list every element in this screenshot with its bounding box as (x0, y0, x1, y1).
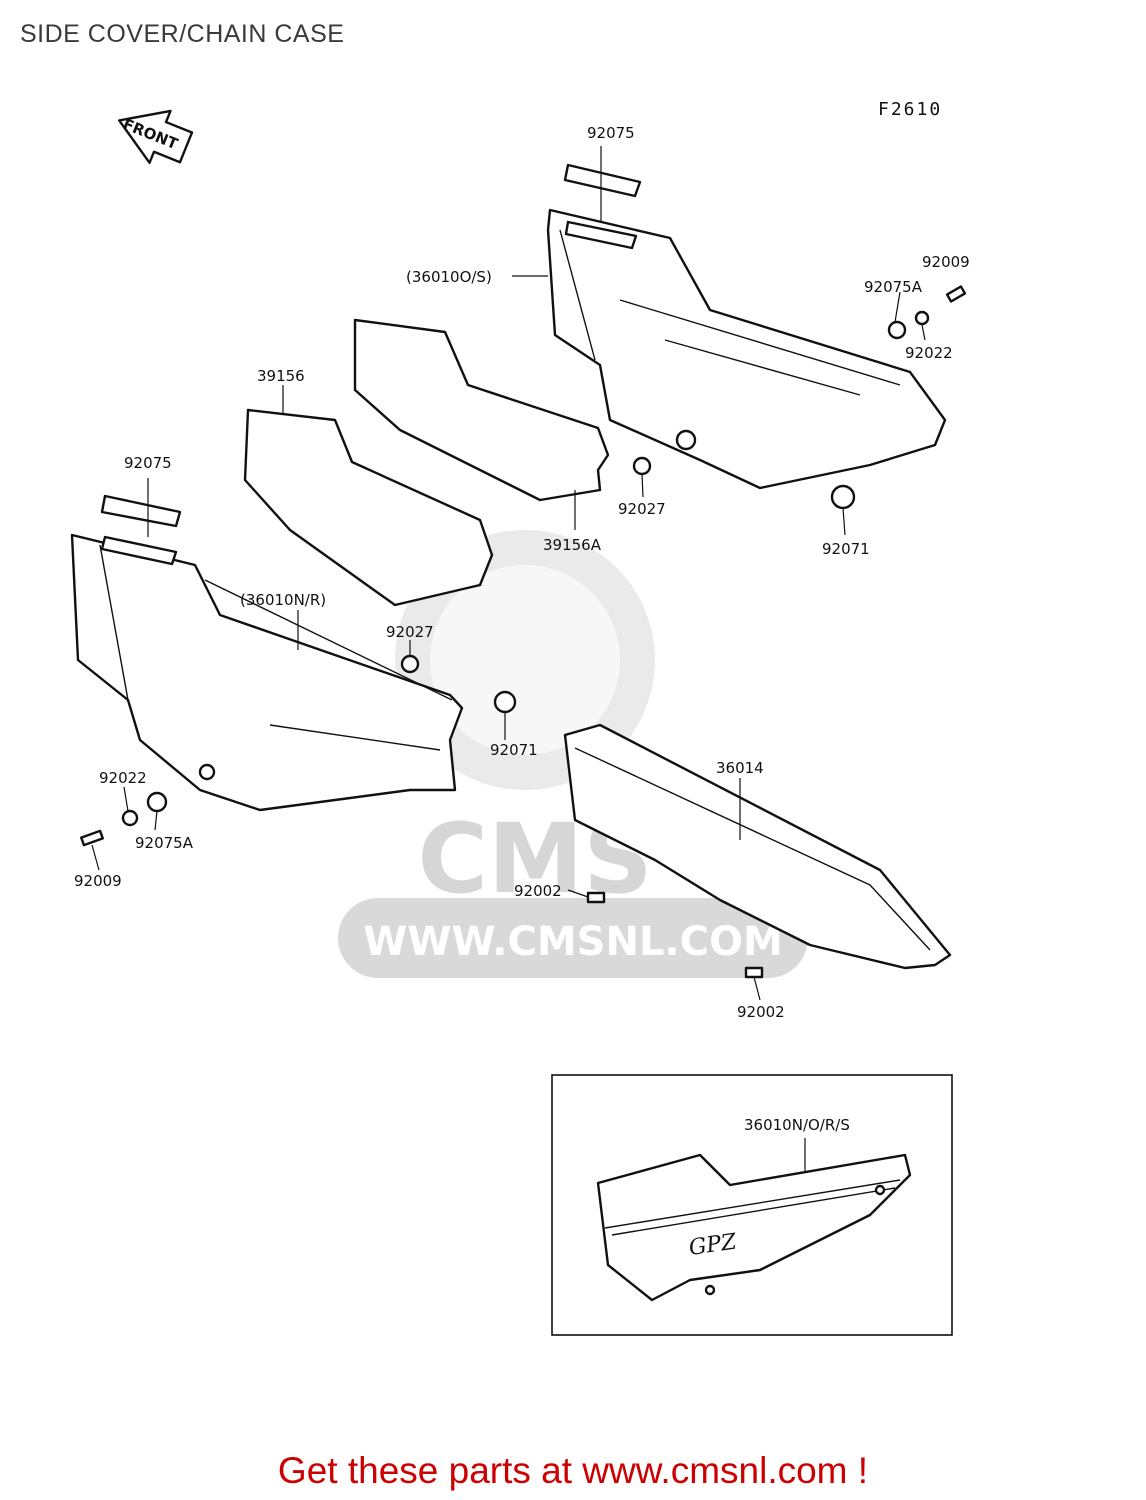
label-92009-right: 92009 (922, 253, 970, 271)
label-92002-bottom: 92002 (737, 1003, 785, 1021)
label-39156a: 39156A (543, 536, 602, 554)
fasteners (80, 285, 967, 979)
label-92009-left: 92009 (74, 872, 122, 890)
label-92027-left: 92027 (386, 623, 434, 641)
label-92075a-right: 92075A (864, 278, 923, 296)
label-92027-right: 92027 (618, 500, 666, 518)
label-92071-right: 92071 (822, 540, 870, 558)
label-92071-left: 92071 (490, 741, 538, 759)
label-92075-top: 92075 (587, 124, 635, 142)
pad-39156 (243, 408, 494, 607)
front-arrow-icon: FRONT (118, 109, 194, 165)
footer-link-text[interactable]: Get these parts at www.cmsnl.com ! (277, 1450, 869, 1491)
label-36010os: (36010O/S) (406, 268, 492, 286)
label-92022-right: 92022 (905, 344, 953, 362)
parts-diagram: CMS WWW.CMSNL.COM FRONT F2610 (70, 99, 970, 1336)
inset-box: 36010N/O/R/S GPZ (551, 1074, 953, 1336)
label-39156: 39156 (257, 367, 305, 385)
watermark: CMS WWW.CMSNL.COM (338, 530, 808, 978)
label-92075a-left: 92075A (135, 834, 194, 852)
right-side-cover (546, 146, 947, 490)
label-36010nors: 36010N/O/R/S (744, 1116, 850, 1134)
page-title: SIDE COVER/CHAIN CASE (20, 20, 345, 48)
label-92075-left: 92075 (124, 454, 172, 472)
label-36010nr: (36010N/R) (240, 591, 326, 609)
pad-39156a (353, 318, 610, 502)
left-side-cover (70, 478, 464, 812)
watermark-url: WWW.CMSNL.COM (363, 919, 783, 965)
chain-case (563, 723, 952, 970)
label-92002-mid: 92002 (514, 882, 562, 900)
label-92022-left: 92022 (99, 769, 147, 787)
label-36014: 36014 (716, 759, 764, 777)
leader-lines (91, 275, 926, 1001)
figure-code: F2610 (878, 99, 942, 120)
part-labels: 92075 (36010O/S) 92009 92075A 92022 3915… (74, 124, 970, 1021)
